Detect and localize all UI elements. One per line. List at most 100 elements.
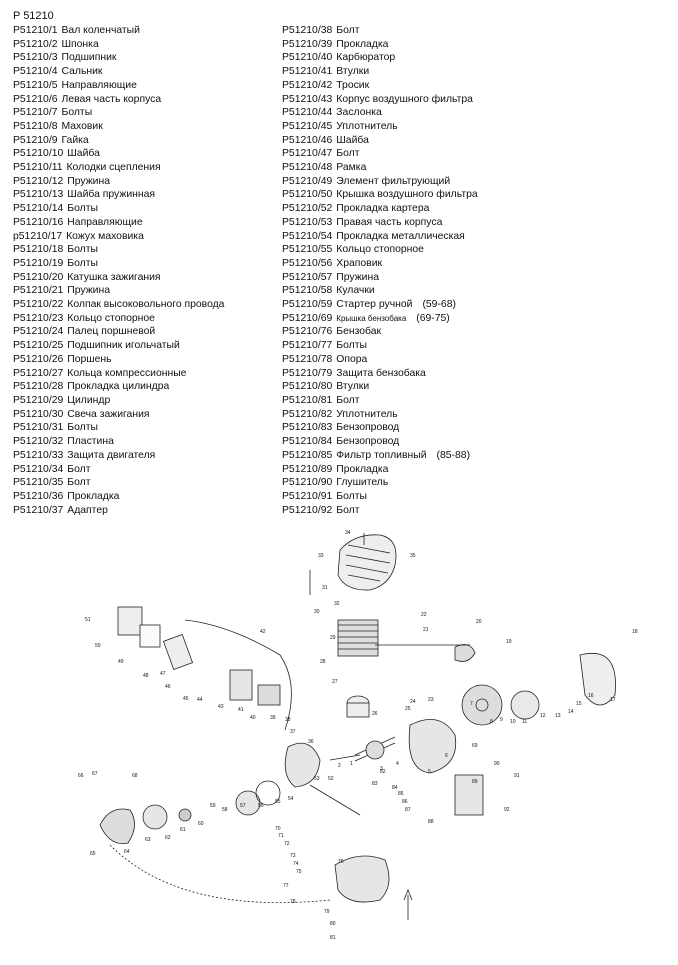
part-code: P51210/89 xyxy=(282,463,333,475)
part-name: Направляющие xyxy=(61,79,137,91)
part-name: Маховик xyxy=(61,120,103,132)
part-code: P51210/85 xyxy=(282,449,333,461)
part-code: P51210/7 xyxy=(13,107,58,119)
callout-number: 62 xyxy=(165,835,171,841)
part-name: Кулачки xyxy=(336,285,375,297)
part-code: P51210/91 xyxy=(282,490,333,502)
part-name: Подшипник xyxy=(61,52,117,64)
part-code: P51210/78 xyxy=(282,353,333,365)
callout-number: 81 xyxy=(330,935,336,941)
callout-number: 59 xyxy=(210,803,216,809)
part-code: P51210/92 xyxy=(282,504,333,516)
callout-number: 67 xyxy=(92,771,98,777)
callout-number: 34 xyxy=(345,530,351,536)
part-name: Болты xyxy=(61,107,93,119)
callout-number: 25 xyxy=(405,706,411,712)
part-name: Кольцо стопорное xyxy=(67,312,155,324)
part-code: P51210/3 xyxy=(13,52,58,64)
part-name: Уплотнитель xyxy=(336,408,398,420)
part-code: P51210/81 xyxy=(282,394,333,406)
callout-number: 26 xyxy=(372,711,378,717)
part-code: P51210/76 xyxy=(282,326,333,338)
part-code: P51210/21 xyxy=(13,285,64,297)
part-code: P51210/57 xyxy=(282,271,333,283)
part-name: Кожух маховика xyxy=(66,230,144,242)
callout-number: 7 xyxy=(470,701,473,707)
part-code: P51210/52 xyxy=(282,203,333,215)
callout-number: 72 xyxy=(284,841,290,847)
callout-number: 20 xyxy=(476,619,482,625)
part-name: Болт xyxy=(67,477,91,489)
part-name: Болт xyxy=(67,463,91,475)
callout-number: 15 xyxy=(576,701,582,707)
part-name: Болты xyxy=(336,340,367,352)
part-name: Крышка бензобака xyxy=(336,313,407,323)
part-range: (59-68) xyxy=(422,299,456,311)
part-name: Пружина xyxy=(67,285,110,297)
callout-number: 14 xyxy=(568,709,574,715)
part-name: Втулки xyxy=(336,66,370,78)
part-code: P51210/37 xyxy=(13,504,64,516)
cylinder-shape xyxy=(337,619,379,657)
part-code: P51210/8 xyxy=(13,120,58,132)
callout-number: 86 xyxy=(402,799,408,805)
part-code: P51210/28 xyxy=(13,381,64,393)
callout-number: 35 xyxy=(410,553,416,559)
callout-number: 54 xyxy=(288,796,294,802)
part-code: P51210/41 xyxy=(282,66,333,78)
callout-number: 5 xyxy=(428,769,431,775)
part-code: P51210/53 xyxy=(282,216,333,228)
part-name: Прокладка цилиндра xyxy=(67,381,170,393)
part-name: Тросик xyxy=(336,79,370,91)
part-code: P51210/29 xyxy=(13,394,64,406)
part-code: P51210/19 xyxy=(13,257,64,269)
callout-number: 4 xyxy=(396,761,399,767)
part-code: P51210/80 xyxy=(282,381,333,393)
callout-number: 77 xyxy=(283,883,289,889)
part-code: P51210/1 xyxy=(13,25,58,36)
part-code: P51210/39 xyxy=(282,38,333,50)
part-code: P51210/23 xyxy=(13,312,64,324)
part-code: P51210/18 xyxy=(13,244,64,256)
callout-number: 32 xyxy=(334,601,340,607)
callout-number: 1 xyxy=(350,761,353,767)
part-name: Болты xyxy=(67,203,98,215)
part-name: Защита бензобака xyxy=(336,367,426,379)
callout-number: 13 xyxy=(555,713,561,719)
part-range: (85-88) xyxy=(436,449,471,461)
callout-number: 84 xyxy=(392,785,398,791)
callout-number: 61 xyxy=(180,827,186,833)
callout-number: 6 xyxy=(445,753,448,759)
callout-number: 29 xyxy=(330,635,336,641)
